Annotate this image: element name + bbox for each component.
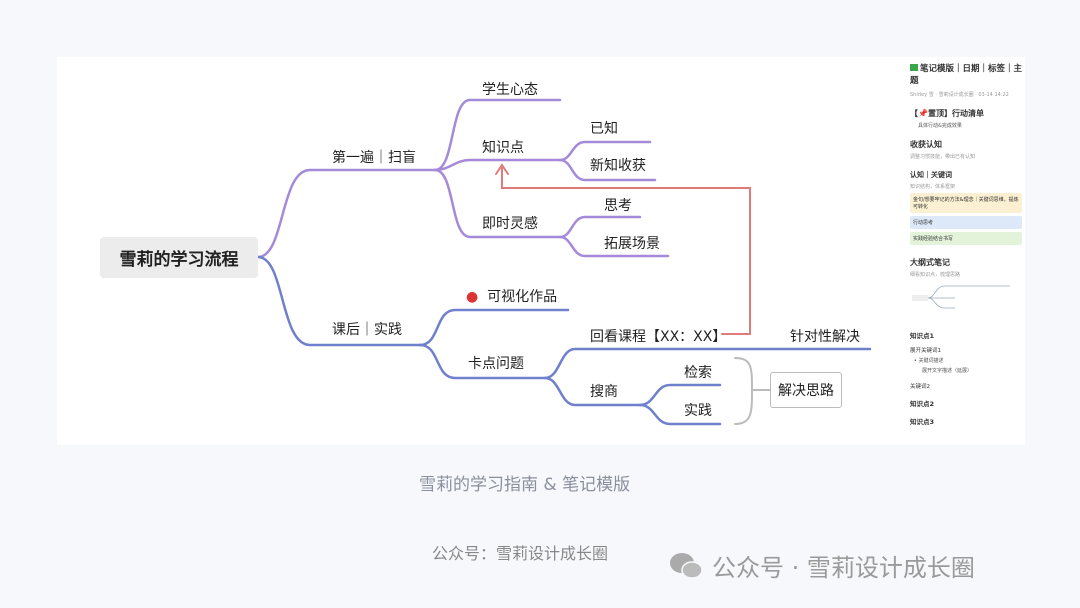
note-kw2: 关键词2 [910,383,930,390]
note-yellow-callout: 金句/想要牢记的方法&理念｜关键词思维，提炼可转化 [910,192,1022,213]
link-branch1-knowledge [433,158,562,172]
link-branch1-inspiration [433,168,562,239]
node-practice: 实践 [684,403,712,419]
note-k2: 知识点2 [910,399,935,408]
note-cog-sub: 知识结构，体系框架 [910,183,956,190]
node-visual-label: 可视化作品 [487,289,558,305]
image-caption: 雪莉的学习指南 & 笔记模版 [419,475,631,495]
note-k3: 知识点3 [910,417,935,426]
note-meta: Shirley 雪 · 雪莉设计成长圈 · 03-14 14:22 [910,91,1009,98]
node-search: 搜商 [590,384,618,400]
note-title: 笔记模版｜日期｜标签｜主题 [910,64,1022,88]
wechat-icon [670,552,703,579]
note-action-sub: 具体行动&完成效果 [918,122,962,129]
node-think: 思考 [604,198,632,214]
node-stuck: 卡点问题 [468,356,524,372]
node-visual: ● 可视化作品 [466,286,557,306]
note-gain: 收获认知 [910,139,942,149]
link-expand [558,235,670,258]
arrow-head-icon [495,163,509,175]
link-root-branch2 [256,255,422,347]
note-outline: 大纲式笔记 [910,257,950,267]
node-branch2: 课后｜实践 [332,322,402,338]
link-visual [418,308,570,347]
node-knowledge: 知识点 [482,140,524,156]
link-branch1-student [433,98,562,172]
note-title-text: 笔记模版｜日期｜标签｜主题 [910,64,1023,86]
watermark: 公众号 · 雪莉设计成长圈 [668,548,975,583]
note-template-panel: 笔记模版｜日期｜标签｜主题 Shirley 雪 · 雪莉设计成长圈 · 03-1… [910,64,1022,426]
node-targeted: 针对性解决 [790,329,860,345]
note-green-callout: 实践经验结合书写 [910,231,1022,245]
note-gain-sub: 调整习惯技能，带出已有认知 [910,153,976,160]
note-blue-callout: 行动思考 [910,215,1022,229]
account-text: 公众号：雪莉设计成长圈 [432,544,609,563]
solution-bracket [734,357,771,425]
note-outline-sub: 细看知识点，梳理思路 [910,271,961,278]
note-action: 【📌置顶】行动清单 [910,108,984,118]
node-expand: 拓展场景 [604,236,660,252]
node-student: 学生心态 [482,82,538,98]
link-root-branch1 [256,168,437,259]
link-review [543,347,872,380]
note-bullet1: • 关键词描述 [914,357,944,364]
node-inspiration: 即时灵感 [482,216,538,232]
root-node: 雪莉的学习流程 [100,237,258,278]
link-stuck [418,343,547,380]
watermark-text: 公众号 · 雪莉设计成长圈 [712,554,975,582]
node-known: 已知 [590,121,618,137]
link-practice [638,403,722,426]
node-review: 回看课程【XX：XX】 [590,329,727,345]
link-search [543,376,642,407]
note-kw1: 展开关键词1 [910,347,941,354]
node-solution: 解决思路 [770,372,842,408]
node-retrieve: 检索 [684,365,712,381]
green-square-icon [910,64,918,71]
apple-icon: ● [466,289,479,305]
node-branch1: 第一遍｜扫盲 [332,150,416,166]
review-arrow [501,167,751,335]
note-mini-mindmap [912,285,1010,309]
note-k1: 知识点1 [910,331,935,340]
node-newgain: 新知收获 [590,158,646,174]
link-newgain [558,158,657,182]
note-bullet2: 展开文字描述（延展） [922,367,973,374]
note-bullet1-text: 关键词描述 [918,357,944,364]
note-cog: 认知｜关键词 [910,170,952,179]
